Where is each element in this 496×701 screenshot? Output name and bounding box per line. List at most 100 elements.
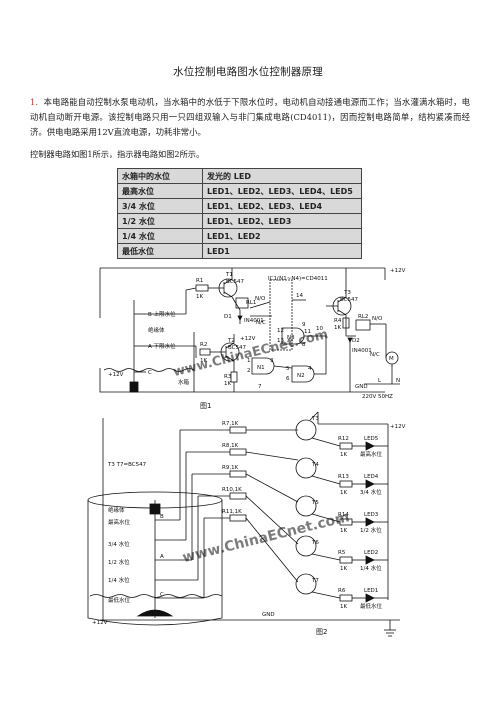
led4-level: 3/4 水位 bbox=[360, 488, 382, 496]
pin-label: 9 bbox=[302, 322, 306, 328]
table-cell: LED1、LED2、LED3、LED4、LED5 bbox=[202, 183, 362, 199]
water-level-table: 水箱中的水位 发光的 LED 最高水位 LED1、LED2、LED3、LED4、… bbox=[117, 168, 362, 259]
r9-label: R9,1K bbox=[222, 465, 239, 471]
pin-label: 5 bbox=[286, 366, 290, 372]
r2-label: R2 bbox=[200, 342, 207, 348]
r6-label: R6 bbox=[338, 588, 346, 594]
led3-level: 1/2 水位 bbox=[360, 526, 382, 534]
n3-label: N3 bbox=[287, 335, 295, 341]
r1-value: 1K bbox=[196, 294, 203, 300]
probe-c-label: C bbox=[160, 592, 164, 598]
tank-14-label: 1/4 水位 bbox=[108, 576, 130, 584]
table-cell: 最低水位 bbox=[117, 243, 203, 259]
pin-label: 12 bbox=[277, 328, 284, 334]
pin-label: 13 bbox=[277, 338, 284, 344]
r8-label: R8,1K bbox=[222, 443, 239, 449]
ac-label: 220V 50HZ bbox=[362, 394, 393, 400]
res-value: 1K bbox=[340, 528, 347, 534]
r1-label: R1 bbox=[196, 278, 203, 284]
pin-label: 2 bbox=[247, 368, 251, 374]
led3-label: LED3 bbox=[364, 512, 379, 518]
figure1-caption: 图1 bbox=[200, 402, 211, 410]
tank-insulator-label: 绝缘体 bbox=[108, 506, 125, 514]
r13-label: R13 bbox=[338, 474, 349, 480]
probe-voltage-label: +12V bbox=[108, 372, 124, 378]
ac-l-label: L bbox=[378, 378, 382, 384]
led1-label: LED1 bbox=[364, 588, 378, 594]
led2-label: LED2 bbox=[364, 550, 378, 556]
pin-label: 11 bbox=[304, 329, 311, 335]
pin-label: 10 bbox=[316, 326, 323, 332]
figure2-caption: 图2 bbox=[316, 628, 327, 636]
no-label: N/O bbox=[255, 296, 266, 302]
r7-label: R7,1K bbox=[222, 421, 239, 427]
res-value: 1K bbox=[340, 452, 347, 458]
table-row: 最高水位 LED1、LED2、LED3、LED4、LED5 bbox=[117, 183, 362, 199]
tank-max-label: 最高水位 bbox=[108, 518, 131, 526]
pin-label: 8 bbox=[302, 342, 306, 348]
table-cell: 1/2 水位 bbox=[117, 213, 203, 229]
t3-type: BC547 bbox=[340, 297, 359, 303]
t2-type: BC547 bbox=[228, 345, 247, 351]
led4-label: LED4 bbox=[364, 474, 379, 480]
led5-label: LED5 bbox=[364, 436, 379, 442]
tank-min-label: 最低水位 bbox=[108, 596, 131, 604]
paragraph-text: 本电路能自动控制水泵电动机，当水箱中的水低于下限水位时，电动机自动接通电源而工作… bbox=[30, 97, 470, 137]
ic-label: IC1(N1~N4)=CD4011 bbox=[268, 276, 328, 282]
tank-34-label: 3/4 水位 bbox=[108, 540, 130, 548]
d1-type: IN4001 bbox=[244, 318, 264, 324]
t3-label: T3 bbox=[311, 416, 319, 422]
r5-label: R5 bbox=[338, 550, 346, 556]
t4-label: T4 bbox=[311, 462, 319, 468]
r2-value: 1K bbox=[200, 358, 207, 364]
supply-label: +12V bbox=[390, 268, 406, 274]
t1-type: BC547 bbox=[226, 279, 245, 285]
n1-label: N1 bbox=[257, 365, 265, 371]
rl2-label: RL2 bbox=[358, 314, 368, 320]
r4-label: R4 bbox=[334, 318, 342, 324]
led1-level: 最低水位 bbox=[360, 602, 383, 610]
transistor-note: T3 T7=BC547 bbox=[107, 462, 147, 468]
table-row: 1/4 水位 LED1、LED2 bbox=[117, 228, 362, 244]
pin-label: 14 bbox=[296, 293, 303, 299]
r3-value: 1K bbox=[224, 381, 231, 387]
supply-small-label: +12V bbox=[240, 336, 256, 342]
t1-label: T1 bbox=[225, 272, 233, 278]
pin-label: 7 bbox=[258, 384, 262, 390]
gnd-label: GND bbox=[355, 384, 368, 390]
res-value: 1K bbox=[340, 604, 347, 610]
r10-label: R10,1K bbox=[222, 487, 242, 493]
figure-intro: 控制器电路如图1所示，指示器电路如图2所示。 bbox=[30, 149, 205, 159]
table-row: 最低水位 LED1 bbox=[117, 243, 362, 259]
r4-value: 1K bbox=[334, 325, 341, 331]
r12-label: R12 bbox=[338, 436, 349, 442]
table-header-row: 水箱中的水位 发光的 LED bbox=[117, 168, 362, 184]
r14-label: R14 bbox=[338, 512, 349, 518]
pin-label: 3 bbox=[270, 358, 274, 364]
r3-label: R3 bbox=[224, 374, 232, 380]
no-label: N/O bbox=[372, 316, 383, 322]
t7-label: T7 bbox=[311, 578, 319, 584]
table-cell: LED1、LED2 bbox=[202, 228, 362, 244]
fig2-gnd-label: GND bbox=[262, 612, 275, 618]
table-header: 发光的 LED bbox=[202, 168, 362, 184]
figure1-controller-circuit bbox=[99, 267, 400, 393]
ac-n-label: N bbox=[396, 378, 400, 384]
motor-label: M bbox=[389, 356, 394, 362]
t3-label: T3 bbox=[343, 290, 351, 296]
table-cell: 最高水位 bbox=[117, 183, 203, 199]
probe-b-label: B bbox=[160, 514, 164, 520]
res-value: 1K bbox=[340, 490, 347, 496]
t5-label: T5 bbox=[311, 500, 319, 506]
table-header: 水箱中的水位 bbox=[117, 168, 203, 184]
pin-label: 6 bbox=[286, 376, 290, 382]
document-title: 水位控制电路图水位控制器原理 bbox=[173, 66, 323, 78]
body-paragraph: 1. 本电路能自动控制水泵电动机，当水箱中的水低于下限水位时，电动机自动接通电源… bbox=[30, 95, 470, 140]
table-cell: LED1、LED2、LED3、LED4 bbox=[202, 198, 362, 214]
table-row: 3/4 水位 LED1、LED2、LED3、LED4 bbox=[117, 198, 362, 214]
rl1-label: RL1 bbox=[246, 300, 256, 306]
fig2-supply-label: +12V bbox=[390, 424, 406, 430]
t6-label: T6 bbox=[311, 540, 319, 546]
probe-c-label: C bbox=[148, 370, 152, 376]
upper-level-label: B 上限水位 bbox=[148, 310, 176, 318]
